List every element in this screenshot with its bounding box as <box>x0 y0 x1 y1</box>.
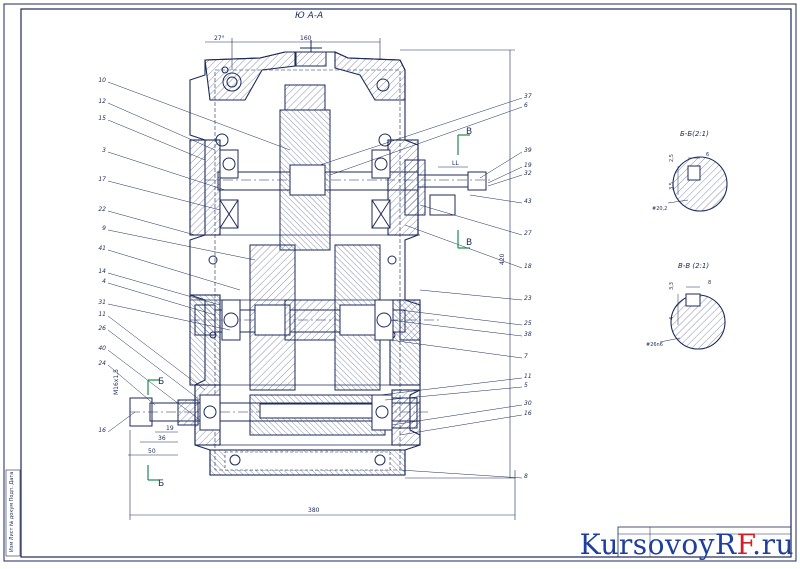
callout-right-11: 7 <box>524 353 528 360</box>
callout-left-14: 24 <box>98 360 106 367</box>
output-shaft <box>129 394 430 436</box>
callout-right-5: 43 <box>524 198 532 205</box>
section-v-dim-top: 8 <box>708 280 711 286</box>
title-block <box>617 526 792 558</box>
section-b-b: Б-Б(2:1) 6 2,5 3,5 #20,2 <box>652 130 728 212</box>
dim-bottom-width: 380 <box>308 507 320 514</box>
callout-left-4: 17 <box>98 176 106 183</box>
callout-right-9: 25 <box>524 320 532 327</box>
callout-left-13: 40 <box>98 345 106 352</box>
dim-top-width: 160 <box>300 35 312 42</box>
callout-left-5: 22 <box>98 206 106 213</box>
section-b-dim-b: 3,5 <box>669 182 675 190</box>
callout-right-0: 37 <box>524 93 532 100</box>
callout-left-0: 10 <box>98 77 106 84</box>
watermark-logo: KursovoyRF.ru <box>579 528 794 561</box>
callout-left-2: 15 <box>98 115 106 122</box>
dim-top-left: 27° <box>214 35 225 42</box>
section-v-diameter: #26n6 <box>646 342 663 348</box>
callout-left-7: 41 <box>98 245 106 252</box>
section-v-dim-a: 3,3 <box>669 282 675 290</box>
callout-right-16: 8 <box>524 473 528 480</box>
callout-right-12: 11 <box>524 373 532 380</box>
section-b-dim-top: 6 <box>706 152 709 158</box>
callout-right-7: 18 <box>524 263 532 270</box>
section-v-dim-b: 4 <box>669 317 675 320</box>
intermediate-shaft <box>190 244 440 391</box>
dim-left-36: 36 <box>158 435 166 442</box>
cut-label-v-top: В <box>466 127 472 137</box>
view-title: Ю А-А <box>295 11 323 21</box>
callout-left-3: 3 <box>102 147 106 154</box>
dimension-lines <box>128 38 516 520</box>
callout-left-9: 4 <box>102 278 106 285</box>
callout-right-6: 27 <box>524 230 532 237</box>
section-cut-labels: В В Б Б <box>158 127 472 489</box>
callout-right-13: 5 <box>524 382 528 389</box>
callout-right-3: 19 <box>524 162 532 169</box>
cut-label-v-bottom: В <box>466 238 472 248</box>
dim-shaft-right: LL <box>452 160 459 167</box>
section-v-title: В-В (2:1) <box>678 262 709 270</box>
section-v-v: В-В (2:1) 8 3,3 4 #26n6 <box>646 262 726 350</box>
callout-right-2: 39 <box>524 147 532 154</box>
dim-thread: M16x1,5 <box>113 369 120 395</box>
section-b-dim-a: 2,5 <box>669 154 675 162</box>
dim-left-19: 19 <box>166 425 174 432</box>
section-b-diameter: #20,2 <box>652 206 667 212</box>
callout-left-12: 26 <box>98 325 106 332</box>
side-stamp <box>5 469 21 557</box>
callout-right-1: 6 <box>524 102 528 109</box>
cut-label-b-top: Б <box>158 377 164 387</box>
inner-frame <box>20 8 792 558</box>
callout-left-8: 14 <box>98 268 106 275</box>
callout-left-6: 9 <box>102 225 106 232</box>
callout-left-11: 11 <box>98 311 106 318</box>
dimension-texts: 27° 160 380 420 50 36 19 LL M16x1,5 <box>113 35 506 514</box>
callout-right-15: 16 <box>524 410 532 417</box>
vent-plug <box>295 40 327 67</box>
cut-label-b-bottom: Б <box>158 479 164 489</box>
dim-right-height: 420 <box>499 253 506 265</box>
input-shaft <box>205 84 490 251</box>
leader-lines <box>107 81 523 479</box>
callout-right-8: 23 <box>524 295 532 302</box>
callout-right-10: 38 <box>524 331 532 338</box>
dim-left-50: 50 <box>148 448 156 455</box>
side-stamp-text: Изм Лист № докум Подп. Дата <box>9 472 15 552</box>
callout-right-4: 32 <box>524 170 532 177</box>
outer-frame <box>3 3 797 562</box>
section-cut-markers <box>147 134 470 481</box>
section-b-title: Б-Б(2:1) <box>680 130 709 138</box>
callout-left-10: 31 <box>98 299 106 306</box>
callout-right-14: 30 <box>524 400 532 407</box>
callout-left-15: 16 <box>98 427 106 434</box>
callout-left-1: 12 <box>98 98 106 105</box>
callouts-left: 10 12 15 3 17 22 9 41 14 4 31 11 26 40 24 16 <box>98 77 106 434</box>
